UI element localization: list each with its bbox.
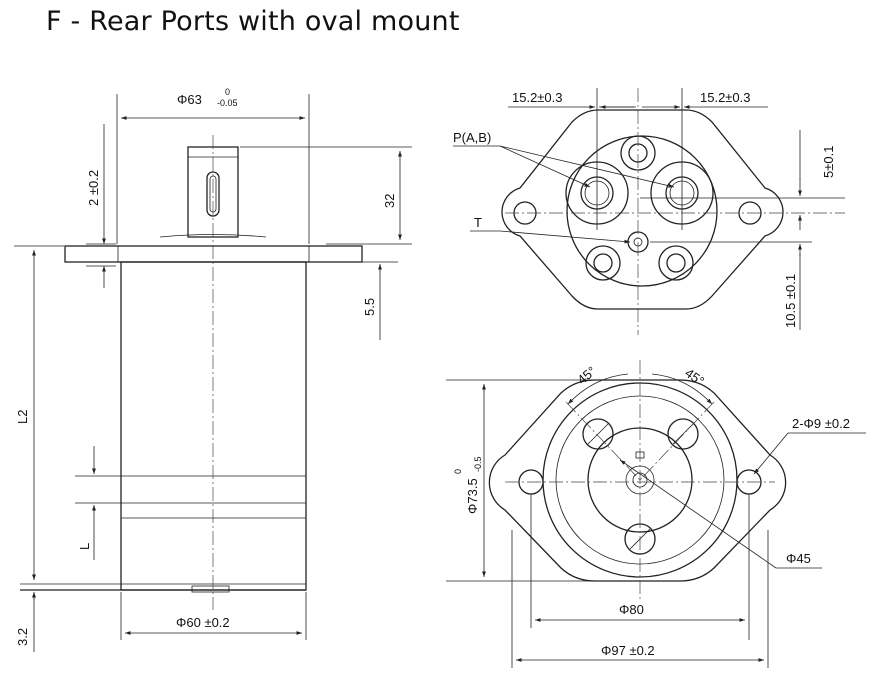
side-view: Φ63 0 -0.05 2 ±0.2 32 5.5 L2 L 3.2 bbox=[14, 87, 412, 652]
dia-63-tol-lower: -0.05 bbox=[217, 98, 238, 108]
dim-32-label: 32 bbox=[382, 194, 397, 208]
port-ab-label: P(A,B) bbox=[453, 130, 491, 145]
dim-3-2-label: 3.2 bbox=[15, 628, 30, 646]
dia-73-5-tol-lower: -0.5 bbox=[473, 456, 483, 472]
dia-97-label: Φ97 ±0.2 bbox=[601, 643, 655, 658]
dim-10-5-label: 10.5 ±0.1 bbox=[783, 274, 798, 328]
dim-L-label: L bbox=[77, 543, 92, 550]
dia-73-5-tol-upper: 0 bbox=[453, 469, 463, 474]
dim-5-5-label: 5.5 bbox=[362, 298, 377, 316]
dim-L2-label: L2 bbox=[15, 410, 30, 424]
dim-15-2-right-label: 15.2±0.3 bbox=[700, 90, 751, 105]
holes-label: 2-Φ9 ±0.2 bbox=[792, 416, 850, 431]
dia-80-label: Φ80 bbox=[619, 602, 644, 617]
dim-15-2-left-label: 15.2±0.3 bbox=[512, 90, 563, 105]
rear-view: 15.2±0.3 15.2±0.3 P(A,B) T 5±0.1 10.5 ±0… bbox=[453, 88, 845, 335]
page-title: F - Rear Ports with oval mount bbox=[46, 6, 460, 37]
dia-73-5-label: Φ73.5 bbox=[465, 478, 480, 514]
dim-5-label: 5±0.1 bbox=[821, 146, 836, 178]
port-t-label: T bbox=[474, 215, 482, 230]
dia-45-label: Φ45 bbox=[786, 551, 811, 566]
front-view: 45° 45° 2-Φ9 ±0.2 Φ45 Φ73.5 0 -0.5 Φ80 Φ… bbox=[446, 360, 866, 668]
dim-2-label: 2 ±0.2 bbox=[86, 170, 101, 206]
dia-60-label: Φ60 ±0.2 bbox=[176, 615, 230, 630]
dia-63-tol-upper: 0 bbox=[225, 87, 230, 97]
dia-63-label: Φ63 bbox=[177, 92, 202, 107]
